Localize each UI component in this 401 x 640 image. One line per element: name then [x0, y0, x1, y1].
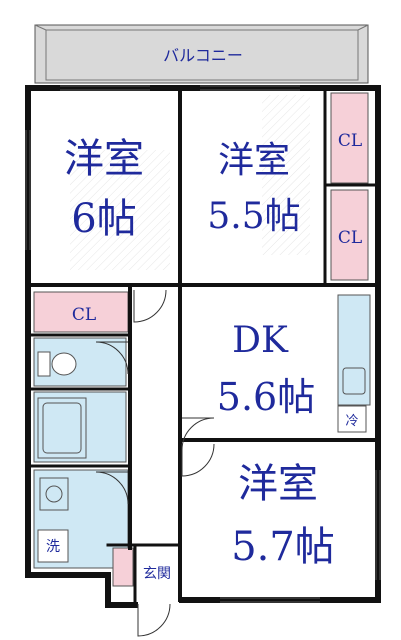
bath-room [33, 391, 127, 463]
room-dk-size: 5.6帖 [217, 375, 315, 419]
room-western-57-name: 洋室 [238, 461, 318, 507]
washroom [33, 469, 129, 569]
room-dk-name: DK [232, 320, 289, 361]
fridge-label: 冷 [345, 414, 358, 429]
room-western-57-size: 5.7帖 [231, 524, 335, 570]
room-western-55-size: 5.5帖 [207, 196, 300, 237]
closet-1-label: CL [338, 131, 362, 151]
closet-2 [330, 189, 369, 281]
closet-3-label: CL [72, 305, 96, 325]
toilet-room [33, 337, 127, 387]
kitchen-counter [337, 294, 371, 433]
room-western-55-name: 洋室 [218, 140, 290, 181]
room-western-6-name: 洋室 [64, 136, 144, 182]
closet-1 [330, 92, 369, 184]
balcony [34, 24, 369, 84]
balcony-label: バルコニー [163, 46, 243, 65]
entrance-floor [112, 547, 134, 587]
washer-label: 洗 [46, 539, 60, 555]
room-western-6-size: 6帖 [71, 196, 136, 242]
closet-2-label: CL [338, 228, 362, 248]
walls [25, 85, 381, 608]
entrance-label: 玄関 [143, 565, 171, 582]
